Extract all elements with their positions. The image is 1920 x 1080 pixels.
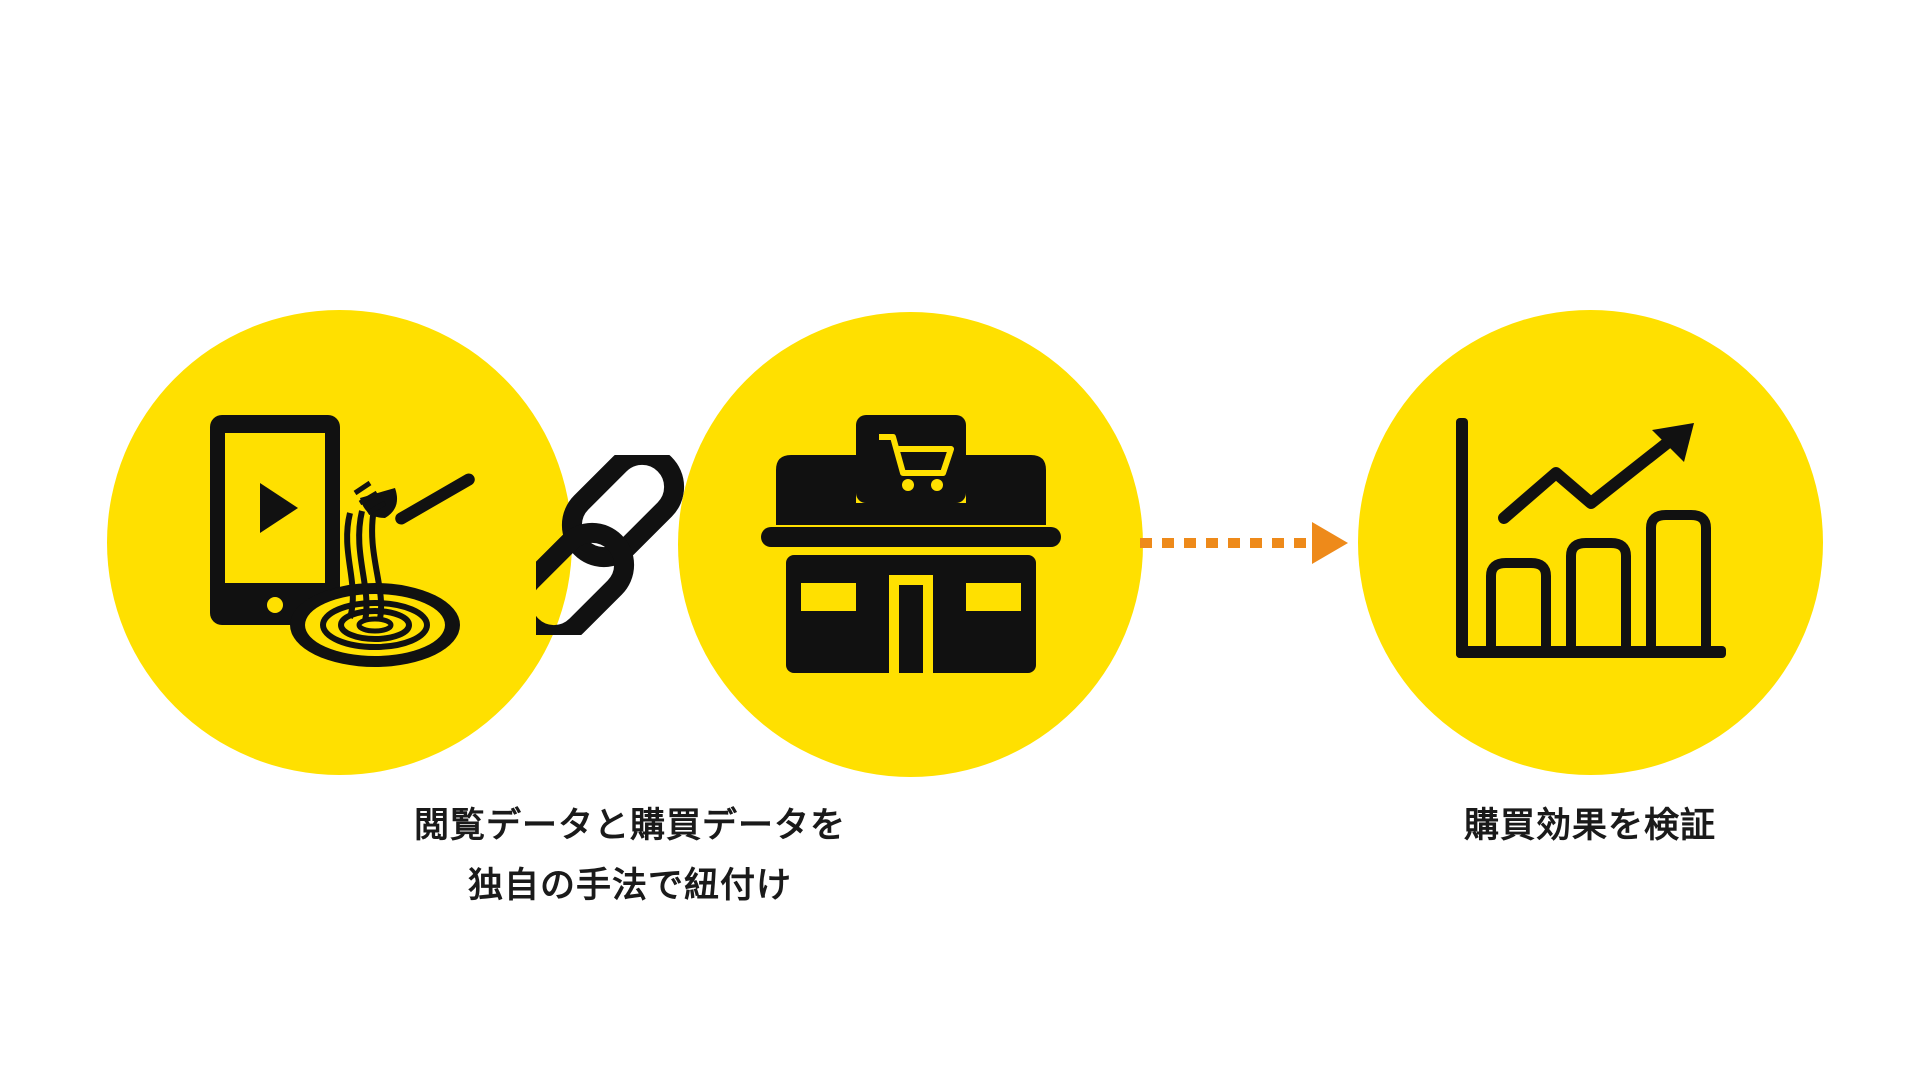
store-cart-icon xyxy=(760,414,1061,673)
verify-caption-line1: 購買効果を検証 xyxy=(1463,806,1716,846)
link-caption-line2: 独自の手法で紐付け xyxy=(467,866,792,906)
effect-verification-circle xyxy=(1358,310,1823,775)
dotted-arrow-icon xyxy=(1140,518,1350,572)
link-caption-line1: 閲覧データと購買データを xyxy=(413,806,846,846)
verify-caption: 購買効果を検証 xyxy=(1380,796,1800,856)
purchase-data-circle xyxy=(678,312,1143,777)
viewing-data-circle xyxy=(107,310,572,775)
link-caption: 閲覧データと購買データを 独自の手法で紐付け xyxy=(330,796,930,916)
smartphone-video-pasta-icon xyxy=(209,414,475,667)
bar-chart-growth-icon xyxy=(1455,417,1726,658)
